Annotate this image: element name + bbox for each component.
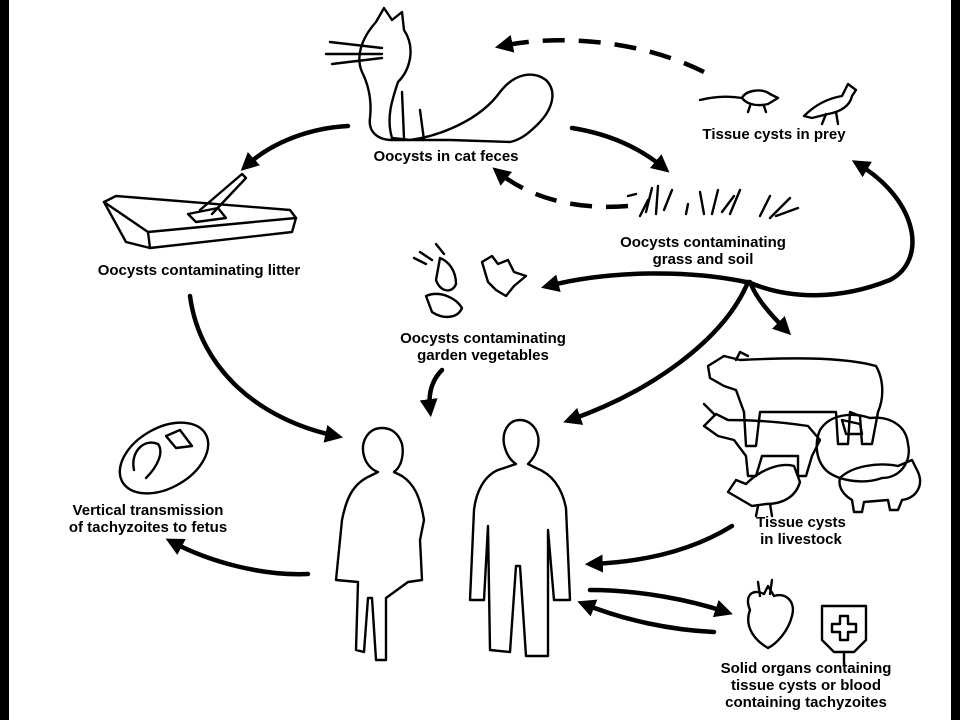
fetus-icon [118,421,210,495]
mouse-icon [698,89,780,114]
label-vertical-transmission: Vertical transmission of tachyzoites to … [68,502,228,536]
label-cat-feces: Oocysts in cat feces [373,148,519,165]
man-figure [468,418,572,658]
blood-bag-icon [820,604,868,666]
label-solid-organs: Solid organs containing tissue cysts or … [720,660,892,711]
arrow-soil-to-prey [745,160,915,298]
label-litter: Oocysts contaminating litter [97,262,301,279]
sheep-icon [815,413,910,483]
woman-figure [334,426,426,662]
label-grass-soil: Oocysts contaminating grass and soil [620,234,786,268]
arrow-organs-to-humans [577,599,717,635]
grass-icon [626,184,800,220]
goat-icon [702,402,822,478]
arrow-vegetables-to-humans [419,367,445,418]
vegetables-icon [412,242,528,319]
arrow-cat-to-litter [240,123,351,171]
cat-icon [324,6,554,144]
litter-box-icon [102,172,298,250]
arrow-litter-to-humans [187,293,344,443]
arrow-soil-to-livestock [747,279,792,336]
label-prey: Tissue cysts in prey [702,126,846,143]
chicken-icon [726,463,802,518]
label-garden-vegetables: Oocysts contaminating garden vegetables [400,330,566,364]
dashed-arrow-prey-to-cat [494,35,706,75]
arrow-humans-to-fetus [165,538,311,577]
cow-icon [706,350,884,448]
pig-icon [838,458,922,514]
arrow-livestock-to-humans [584,523,735,573]
heart-organ-icon [746,578,795,650]
arrow-cat-to-soil [569,125,670,173]
dashed-arrow-soil-to-cat [492,167,629,210]
label-livestock: Tissue cysts in livestock [756,514,846,548]
bird-icon [802,82,858,126]
arrow-soil-to-vegetables [541,271,749,293]
arrow-humans-to-organs [587,587,733,618]
arrow-soil-to-humans [563,279,751,425]
